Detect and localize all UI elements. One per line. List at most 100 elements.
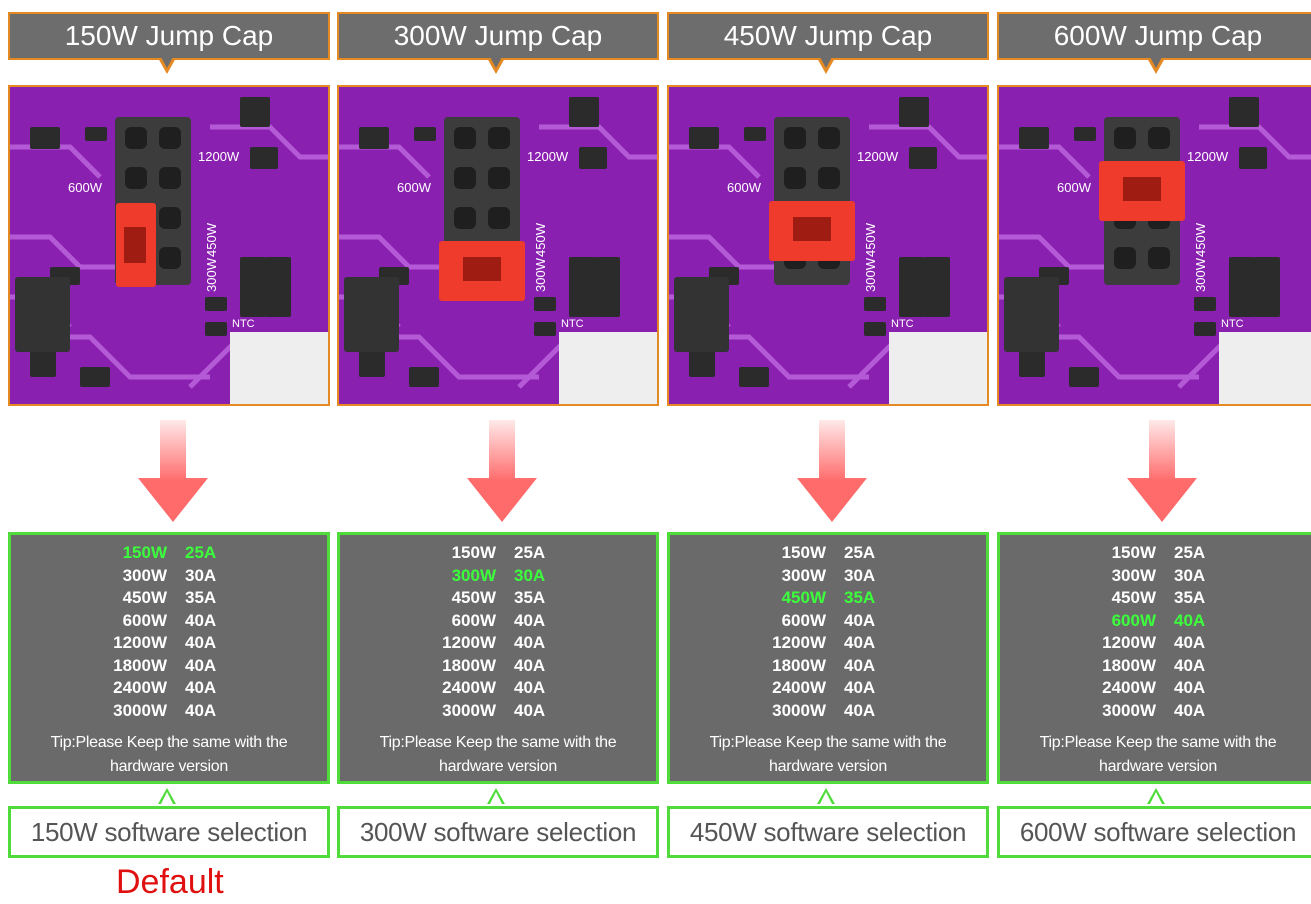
- power-row: 1800W 40A: [670, 654, 986, 677]
- white-connector: [1219, 332, 1311, 404]
- pcb-trace: [339, 234, 449, 270]
- pcb-trace: [669, 234, 779, 270]
- down-arrow-icon: [138, 420, 208, 529]
- smd-component: [864, 322, 886, 336]
- down-arrow-icon: [1127, 420, 1197, 529]
- smd-component: [1019, 347, 1045, 377]
- power-watts: 2400W: [442, 678, 496, 697]
- smd-component: [359, 127, 389, 149]
- hardware-tip: Tip:Please Keep the same with the hardwa…: [11, 731, 327, 779]
- silk-label-1200w: 1200W: [198, 149, 240, 164]
- power-watts: 2400W: [1102, 678, 1156, 697]
- power-watts: 1800W: [442, 655, 496, 675]
- power-watts: 3000W: [1102, 700, 1156, 720]
- software-selection-label: 300W software selection: [337, 806, 659, 858]
- smd-component: [240, 97, 270, 127]
- current-amps: 40A: [185, 700, 217, 720]
- selection-pointer-icon: [1147, 788, 1165, 804]
- silk-label-600w: 600W: [727, 180, 762, 195]
- power-watts: 1200W: [113, 633, 167, 652]
- silk-label-300w: 300W: [533, 257, 548, 292]
- selection-pointer-icon: [817, 788, 835, 804]
- header-pin: [488, 127, 510, 149]
- smd-component: [864, 297, 886, 311]
- cap-pointer-icon: [158, 57, 176, 74]
- hardware-tip: Tip:Please Keep the same with the hardwa…: [670, 731, 986, 779]
- selection-pointer-icon: [487, 788, 505, 804]
- header-pin: [784, 167, 806, 189]
- power-watts: 450W: [1111, 588, 1156, 607]
- silk-label-450w: 450W: [204, 222, 219, 257]
- header-pin: [818, 127, 840, 149]
- header-pin: [159, 207, 181, 229]
- smd-component: [1254, 257, 1280, 317]
- white-connector: [559, 332, 657, 404]
- current-amps: 30A: [514, 565, 546, 585]
- power-watts: 3000W: [442, 700, 496, 720]
- header-pin: [488, 167, 510, 189]
- power-watts: 150W: [451, 543, 496, 562]
- current-amps: 40A: [185, 655, 217, 675]
- header-pin: [454, 127, 476, 149]
- jump-cap-label: 300W Jump Cap: [337, 12, 659, 60]
- jumper-cap-slot: [1123, 177, 1161, 201]
- smd-component: [534, 297, 556, 311]
- current-amps: 35A: [185, 588, 217, 607]
- smd-component: [739, 367, 769, 387]
- pcb-trace: [869, 124, 987, 160]
- smd-component: [80, 367, 110, 387]
- smd-component: [1229, 257, 1255, 317]
- power-watts: 1200W: [1102, 633, 1156, 652]
- smd-component: [924, 257, 950, 317]
- power-row: 2400W 40A: [1000, 676, 1311, 699]
- current-amps: 40A: [1174, 633, 1206, 652]
- tip-line-1: Tip:Please Keep the same with the: [709, 734, 947, 751]
- header-pin: [159, 167, 181, 189]
- power-watts: 2400W: [113, 678, 167, 697]
- current-amps: 40A: [1174, 610, 1206, 630]
- current-amps: 40A: [844, 655, 876, 675]
- power-watts: 3000W: [113, 700, 167, 720]
- smd-component: [414, 127, 436, 141]
- selection-pointer-icon: [158, 788, 176, 804]
- power-watts: 600W: [781, 610, 826, 630]
- smd-component: [689, 347, 715, 377]
- current-amps: 40A: [1174, 678, 1206, 697]
- jump-cap-label: 600W Jump Cap: [997, 12, 1311, 60]
- power-watts: 1200W: [772, 633, 826, 652]
- current-amps: 40A: [1174, 700, 1206, 720]
- smd-component: [1069, 367, 1099, 387]
- power-row: 3000W 40A: [11, 699, 327, 722]
- arrow-shape: [138, 420, 208, 522]
- current-amps: 40A: [514, 700, 546, 720]
- pcb-trace: [210, 124, 328, 160]
- smd-component: [85, 127, 107, 141]
- ic-chip: [1004, 277, 1059, 352]
- jump-cap-label: 450W Jump Cap: [667, 12, 989, 60]
- cap-pointer-icon: [487, 57, 505, 74]
- header-pin: [784, 127, 806, 149]
- silk-label-450w: 450W: [863, 222, 878, 257]
- header-pin: [159, 247, 181, 269]
- power-watts: 1800W: [772, 655, 826, 675]
- power-watts: 1800W: [1102, 655, 1156, 675]
- smd-component: [1194, 322, 1216, 336]
- tip-line-2: hardware version: [769, 758, 887, 775]
- power-watts: 600W: [122, 610, 167, 630]
